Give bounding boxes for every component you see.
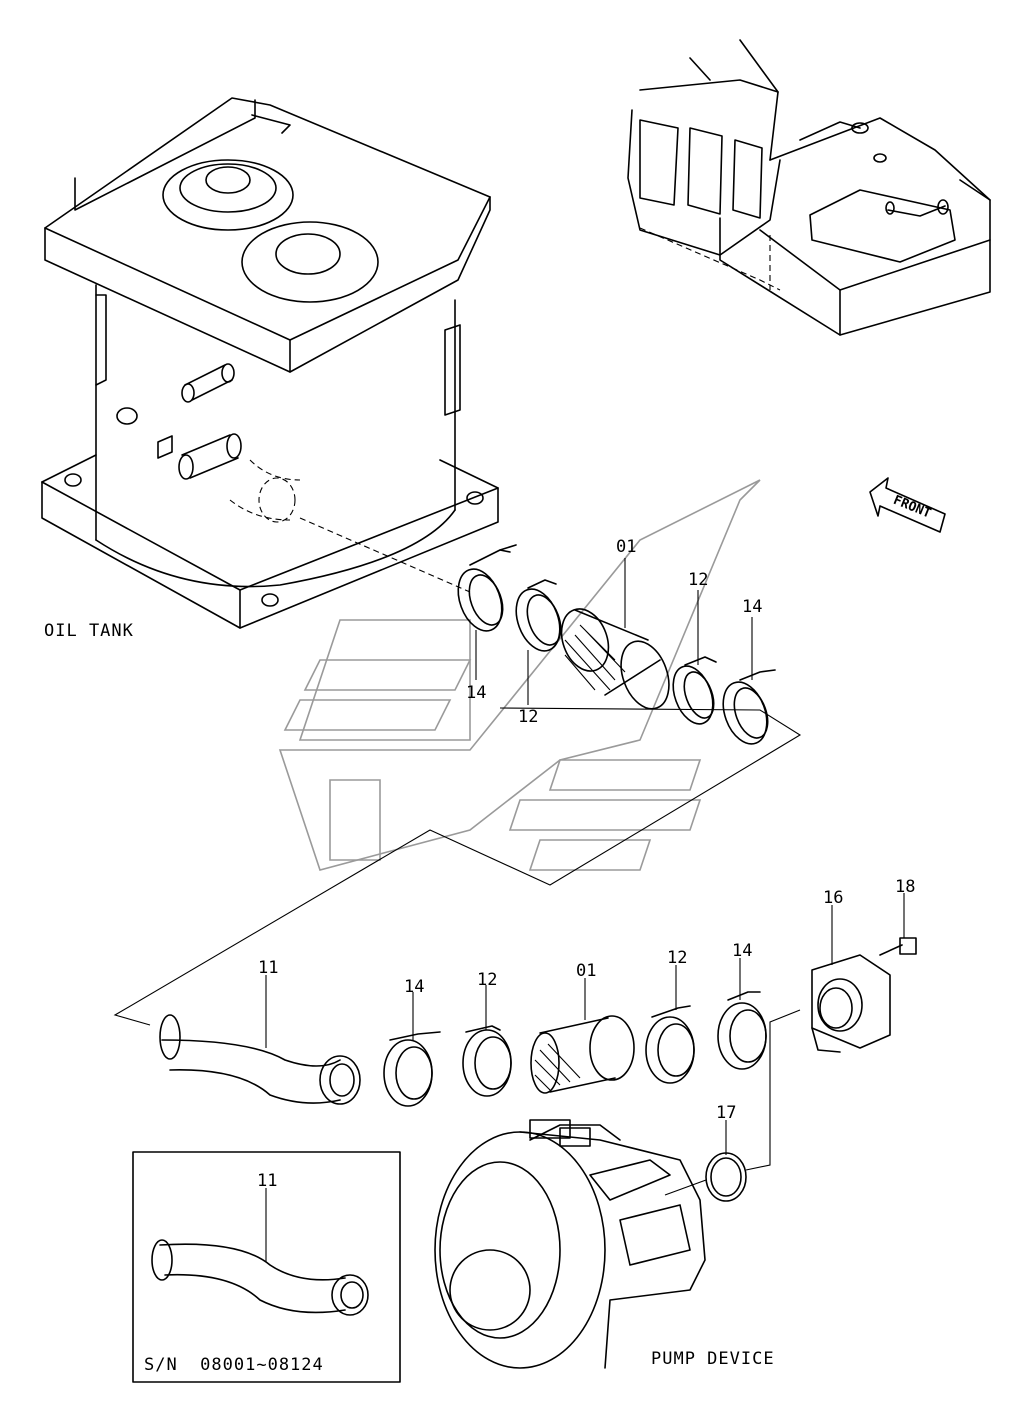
callout-12-upper-left: 12: [518, 707, 538, 727]
callout-01-lower: 01: [576, 961, 596, 981]
pump-device-drawing: [434, 1119, 706, 1369]
upper-hose-assembly: [113, 544, 802, 1026]
callout-14-lower-right: 14: [732, 941, 752, 961]
callout-01-upper: 01: [616, 537, 636, 557]
callout-17: 17: [716, 1103, 736, 1123]
callout-11-inset: 11: [257, 1171, 277, 1191]
callout-16: 16: [823, 888, 843, 908]
callout-18: 18: [895, 877, 915, 897]
serial-number-range: S/N 08001~08124: [144, 1355, 324, 1375]
callout-14-upper-right: 14: [742, 597, 762, 617]
callout-11: 11: [258, 958, 278, 978]
callout-12-upper-right: 12: [688, 570, 708, 590]
excavator-overview: [627, 39, 991, 336]
serial-inset: [132, 1151, 401, 1383]
callout-14-lower-left: 14: [404, 977, 424, 997]
oil-tank-drawing: [41, 97, 499, 629]
callout-14-upper-left: 14: [466, 683, 486, 703]
pump-device-label: PUMP DEVICE: [651, 1349, 775, 1369]
oil-tank-label: OIL TANK: [44, 621, 134, 641]
callout-12-lower-right: 12: [667, 948, 687, 968]
lower-hose-assembly: [159, 893, 917, 1202]
front-arrow: FRONT: [869, 477, 946, 533]
callout-12-lower-left: 12: [477, 970, 497, 990]
